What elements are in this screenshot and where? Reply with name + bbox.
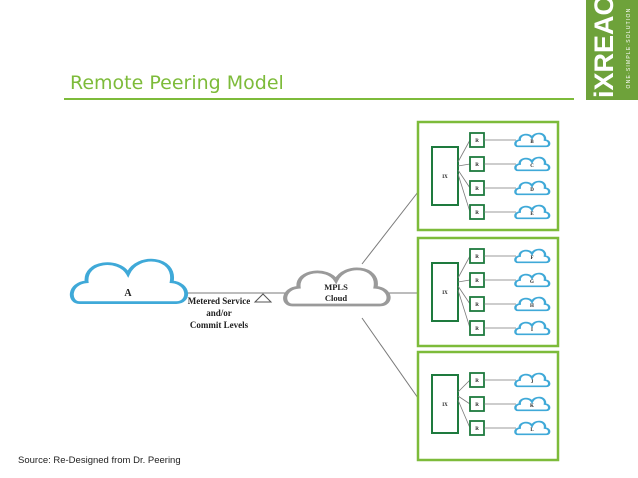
router-label: R xyxy=(475,211,479,216)
customer-cloud-a: A xyxy=(72,260,186,302)
mpls-cloud: MPLS Cloud xyxy=(285,269,388,305)
metered-service-triangle xyxy=(253,293,273,303)
ix-switch xyxy=(431,262,459,322)
peer-cloud-label: J xyxy=(531,380,534,385)
ix-switch xyxy=(431,146,459,206)
router-label: R xyxy=(475,255,479,260)
link-label-line2: and/or xyxy=(206,308,232,318)
customer-cloud-label: A xyxy=(124,288,132,299)
peer-cloud-label: D xyxy=(530,188,534,193)
ix-router-link xyxy=(457,279,471,283)
ix-router-link xyxy=(457,173,471,213)
peer-cloud-label: F xyxy=(530,256,533,261)
link-mpls-ix3 xyxy=(361,317,419,399)
title-rule xyxy=(64,98,574,100)
ix-router-link xyxy=(457,289,471,329)
mpls-cloud-label-line2: Cloud xyxy=(325,293,347,303)
link-mpls-ix1 xyxy=(361,191,419,265)
ix-switch xyxy=(431,374,459,434)
router-label: R xyxy=(475,379,479,384)
ix-router-link xyxy=(457,379,471,393)
ix-router-link xyxy=(457,139,471,163)
ix-router-link xyxy=(457,255,471,279)
link-label-line3: Commit Levels xyxy=(190,320,249,330)
link-label-line1: Metered Service xyxy=(188,296,251,306)
ix-site-1: IX R B R C R D R E xyxy=(416,122,558,230)
router-label: R xyxy=(475,163,479,168)
router-label: R xyxy=(475,403,479,408)
router-label: R xyxy=(475,279,479,284)
peer-cloud-label: B xyxy=(530,140,534,145)
ix-router-link xyxy=(457,169,471,189)
ix-site-3: IX R J R K R L xyxy=(416,350,558,462)
peer-cloud-label: C xyxy=(530,164,534,169)
mpls-cloud-label-line1: MPLS xyxy=(324,282,348,292)
ix-router-link xyxy=(457,399,471,429)
router-label: R xyxy=(475,327,479,332)
router-label: R xyxy=(475,139,479,144)
peer-cloud-label: E xyxy=(530,212,534,217)
slide-title: Remote Peering Model xyxy=(70,72,284,94)
peer-cloud-label: I xyxy=(531,328,533,333)
peer-cloud-label: K xyxy=(530,404,534,409)
ix-switch-label: IX xyxy=(442,175,448,180)
peer-cloud-label: G xyxy=(530,280,534,285)
ix-site-2: IX R F R G R H R I xyxy=(416,238,558,346)
ix-router-link xyxy=(457,285,471,305)
ixreach-logo: iXREACH ONE·SIMPLE·SOLUTION xyxy=(586,0,638,100)
ix-router-link xyxy=(457,395,471,405)
router-label: R xyxy=(475,427,479,432)
router-label: R xyxy=(475,303,479,308)
ix-switch-label: IX xyxy=(442,291,448,296)
peer-cloud-label: L xyxy=(530,428,534,433)
peer-cloud-label: H xyxy=(530,304,534,309)
router-label: R xyxy=(475,187,479,192)
ix-switch-label: IX xyxy=(442,403,448,408)
source-note: Source: Re-Designed from Dr. Peering xyxy=(18,455,181,466)
ix-router-link xyxy=(457,163,471,167)
